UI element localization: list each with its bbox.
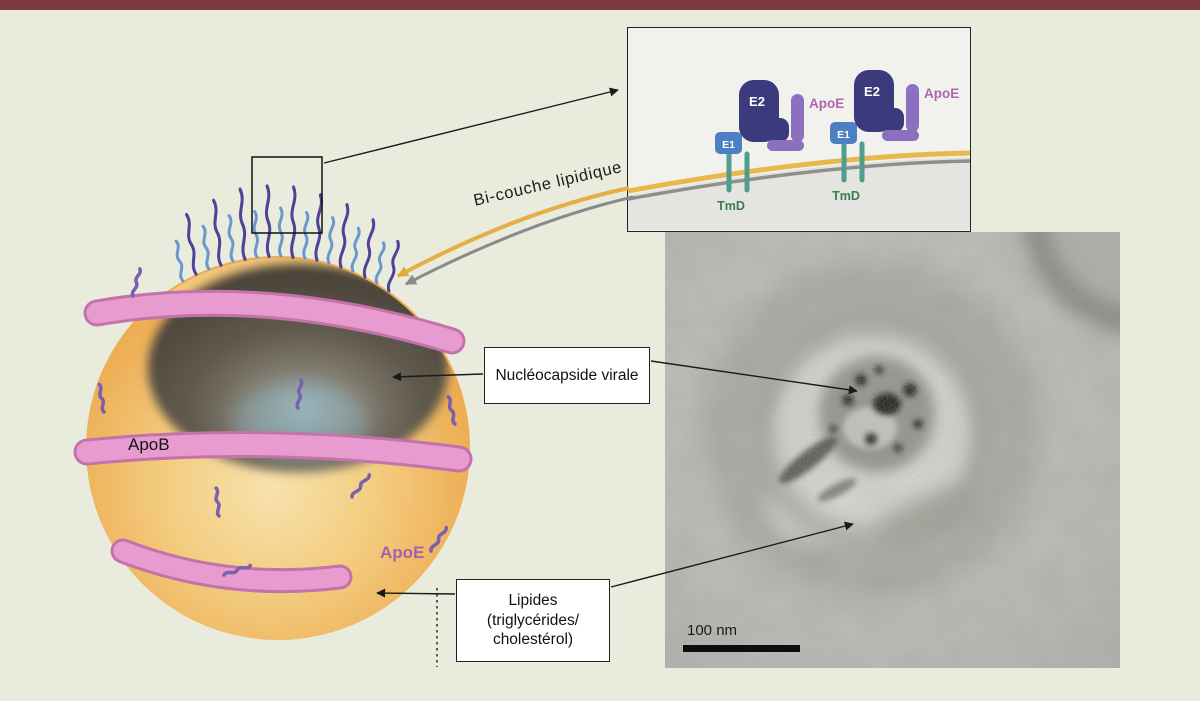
envelope-spike [226,213,236,263]
glycoprotein-complex: E2 E1 ApoE TmD [715,80,844,213]
arrow-lipids-to-sphere [376,588,456,598]
e2-label: E2 [749,94,765,109]
envelope-spikes [173,186,401,293]
scale-label: 100 nm [687,622,737,639]
electron-micrograph: 100 nm [665,232,1120,668]
inset-submembrane-area [628,157,970,230]
tmd-label: TmD [717,199,745,213]
apoe-squiggle [221,562,253,578]
lipids-label-box: Lipides (triglycérides/ cholestérol) [456,579,610,662]
apoe-label: ApoE [809,96,844,111]
apob-band [83,289,466,355]
apoe-label: ApoE [924,86,959,101]
e1-label: E1 [722,139,735,151]
envelope-spike [251,209,260,259]
glycoprotein-complex: E2 E1 ApoE TmD [830,70,959,203]
envelope-spike [374,240,387,285]
apoe-squiggle [213,486,222,518]
apoe-label-sphere: ApoE [380,543,425,562]
nucleocapsid-label-box: Nucléocapside virale [484,347,650,404]
apoe-squiggle [295,378,304,410]
sphere-top-highlight [134,258,434,323]
apoe-squiggle [130,266,143,299]
scale-bar [683,645,800,652]
envelope-spike [212,200,222,265]
envelope-spike [239,189,247,259]
apoe-squiggle [445,394,458,427]
lipid-bilayer-outer-leaflet [628,150,970,194]
bilayer-arrow-inner [405,195,634,286]
envelope-spike [173,239,186,283]
core-blue-sheen [232,384,368,456]
nucleocapsid-label: Nucléocapside virale [495,366,639,384]
lipids-label: Lipides (triglycérides/ cholestérol) [486,591,580,649]
bilayer-label: Bi-couche lipidique [471,158,624,210]
apob-label: ApoB [128,435,170,454]
envelope-spike [350,226,362,273]
e2-label: E2 [864,84,880,99]
envelope-spike [200,224,212,271]
envelope-spike [361,217,377,279]
arrow-nucleocapsid-to-sphere [392,372,484,382]
apoe-squiggles [96,266,458,578]
arrow-to-inset [323,87,619,164]
membrane-inset-panel: E2 E1 ApoE TmD E2 E1 ApoE TmD [627,27,971,232]
tmd-label: TmD [832,189,860,203]
top-accent-bar [0,0,1200,10]
apoe-squiggle [428,525,449,554]
envelope-spike [316,195,322,260]
envelope-spike [183,212,200,277]
apoe-squiggle [349,472,372,500]
envelope-spike [302,210,310,260]
envelope-spike [386,239,401,293]
envelope-spike [277,206,284,258]
lipid-bilayer-inner-leaflet [628,159,970,201]
nucleocapsid-core [148,264,448,472]
envelope-spike [326,215,336,265]
envelope-spike [337,202,351,270]
apoe-squiggle [96,382,107,414]
electron-micrograph-panel: 100 nm [665,232,1120,668]
envelope-spike [292,187,295,257]
envelope-spike [266,186,271,256]
apob-band [110,538,353,594]
selection-rectangle [251,156,323,234]
e1-label: E1 [837,129,850,141]
